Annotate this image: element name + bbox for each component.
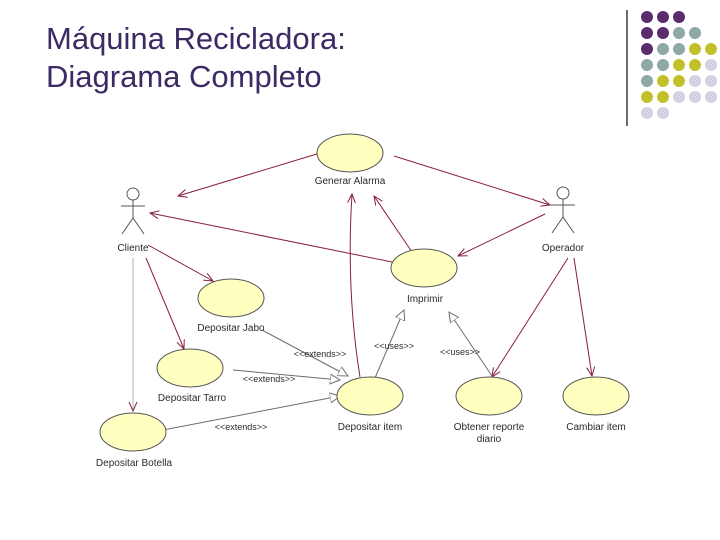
decor-dot (657, 91, 669, 103)
actor-leg (562, 216, 575, 234)
usecase-cambiar-item: Cambiar item (562, 376, 630, 433)
decor-dot (641, 59, 653, 71)
relation-label-uses: <<uses>> (374, 341, 414, 351)
usecase-label: Depositar Tarro (158, 393, 227, 404)
usecase-shape (99, 412, 167, 452)
decor-dot (673, 75, 685, 87)
usecase-label-line2: diario (477, 434, 502, 445)
usecase-label: Depositar Jabo (197, 323, 265, 334)
slide-title: Máquina Recicladora: Diagrama Completo (46, 20, 346, 96)
extends-jabo-to-item (261, 329, 348, 376)
usecase-label: Generar Alarma (315, 176, 386, 187)
actor-head (556, 186, 570, 200)
usecase-shape (562, 376, 630, 416)
decor-dot (657, 59, 669, 71)
line-generar-to-operador (393, 155, 550, 205)
usecase-depositar-jabo: Depositar Jabo (197, 278, 265, 334)
usecase-shape (316, 133, 384, 173)
line-imprimir-to-generar (374, 196, 413, 253)
usecase-depositar-tarro: Depositar Tarro (156, 348, 227, 404)
line-item-to-generar (350, 194, 361, 378)
usecase-depositar-botella: Depositar Botella (96, 412, 173, 469)
usecase-shape (197, 278, 265, 318)
connectors (133, 152, 592, 411)
decor-dot (641, 11, 653, 23)
decor-dot (689, 75, 701, 87)
usecase-obtener-reporte: Obtener reporte diario (454, 376, 525, 445)
decor-dot (673, 59, 685, 71)
decor-dot (705, 75, 717, 87)
line-generar-to-cliente (178, 152, 321, 196)
generalizations (162, 310, 493, 431)
decor-dot (657, 107, 669, 119)
usecase-shape (336, 376, 404, 416)
extends-botella-to-item (162, 396, 340, 431)
extends-tarro-to-item (232, 369, 340, 380)
actor-leg (121, 217, 134, 235)
line-cliente-to-tarro (145, 257, 184, 349)
actor-head (126, 187, 140, 201)
usecase-shape (156, 348, 224, 388)
actor-label-cliente: Cliente (117, 243, 149, 254)
decor-dot (657, 11, 669, 23)
actor-leg (132, 217, 145, 235)
relation-label-extends: <<extends>> (243, 374, 296, 384)
decor-dot (657, 27, 669, 39)
actor-label-operador: Operador (542, 243, 585, 254)
line-operador-to-reporte (492, 257, 569, 377)
title-line-1: Máquina Recicladora: (46, 21, 346, 56)
uses-reporte-to-imprimir (449, 312, 493, 377)
line-imprimir-to-cliente (150, 213, 393, 263)
actor-cliente: Cliente (117, 187, 149, 254)
usecase-depositar-item: Depositar item (336, 376, 404, 433)
decor-dot (673, 91, 685, 103)
line-operador-to-imprimir (458, 213, 546, 256)
decor-dot (673, 11, 685, 23)
usecase-shape (390, 248, 458, 288)
usecase-shape (455, 376, 523, 416)
decor-dot (641, 43, 653, 55)
relation-label-extends: <<extends>> (294, 349, 347, 359)
decor-dot (689, 91, 701, 103)
usecase-label: Depositar item (338, 422, 402, 433)
usecase-label: Depositar Botella (96, 458, 173, 469)
line-cliente-to-jabo (147, 244, 213, 281)
decor-dot (689, 27, 701, 39)
decorative-dot-grid (641, 11, 717, 119)
actor-leg (551, 216, 564, 234)
actor-operador: Operador (542, 186, 585, 254)
uses-item-to-imprimir (374, 310, 404, 379)
decor-dot (641, 107, 653, 119)
decor-dot (689, 59, 701, 71)
decor-dot (657, 43, 669, 55)
title-line-2: Diagrama Completo (46, 59, 322, 94)
decor-dot (705, 43, 717, 55)
decor-dot (641, 91, 653, 103)
usecase-label: Imprimir (407, 294, 444, 305)
relation-label-extends: <<extends>> (215, 422, 268, 432)
usecase-label: Cambiar item (566, 422, 625, 433)
usecase-label-line1: Obtener reporte (454, 422, 525, 433)
decor-dot (705, 91, 717, 103)
decor-dot (657, 75, 669, 87)
decor-dot (689, 43, 701, 55)
decor-dot (705, 59, 717, 71)
decor-dot (673, 27, 685, 39)
relation-label-uses: <<uses>> (440, 347, 480, 357)
line-operador-to-cambiar (573, 257, 592, 376)
decor-dot (641, 75, 653, 87)
usecase-generar-alarma: Generar Alarma (315, 133, 386, 187)
decor-dot (641, 27, 653, 39)
title-divider (626, 10, 628, 126)
usecase-imprimir: Imprimir (390, 248, 458, 305)
decor-dot (673, 43, 685, 55)
